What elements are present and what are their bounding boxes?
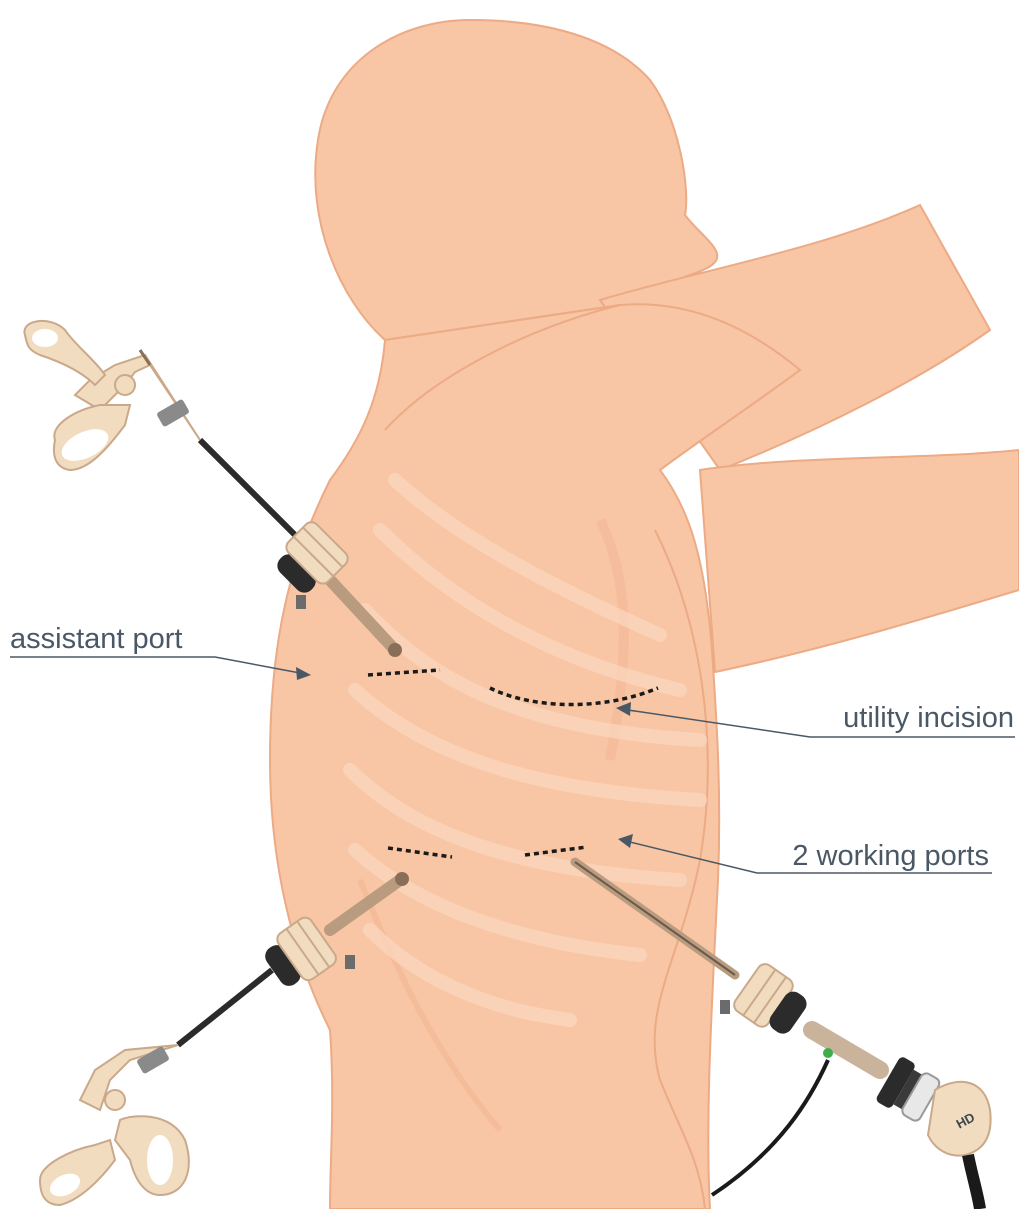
hd-video-badge: HD: [943, 1098, 987, 1142]
patient-body: [270, 20, 1019, 1209]
upper-grasper-handle: [24, 321, 200, 470]
hd-badge-text: HD: [953, 1109, 977, 1131]
scope-body: [812, 1030, 880, 1070]
camera-cable: [968, 1155, 980, 1209]
patient-forearm: [700, 450, 1019, 672]
lower-trocar-valve: [345, 955, 355, 969]
working-ports-label: 2 working ports: [792, 842, 989, 871]
assistant-port-leader: [10, 657, 300, 673]
lower-grasper-shaft: [178, 970, 272, 1045]
light-port: [823, 1048, 833, 1058]
utility-incision-label: utility incision: [843, 704, 1014, 733]
scope-trocar-valve: [720, 1000, 730, 1014]
upper-grasper-shaft: [200, 440, 300, 540]
upper-trocar-valve: [296, 595, 306, 609]
scope-trocar-head: [731, 961, 814, 1042]
assistant-port-label: assistant port: [10, 625, 182, 654]
lower-trocar-tip: [395, 872, 409, 886]
upper-trocar-tip: [388, 643, 402, 657]
lower-grasper-handle: [40, 1045, 189, 1205]
light-cable: [712, 1060, 828, 1195]
